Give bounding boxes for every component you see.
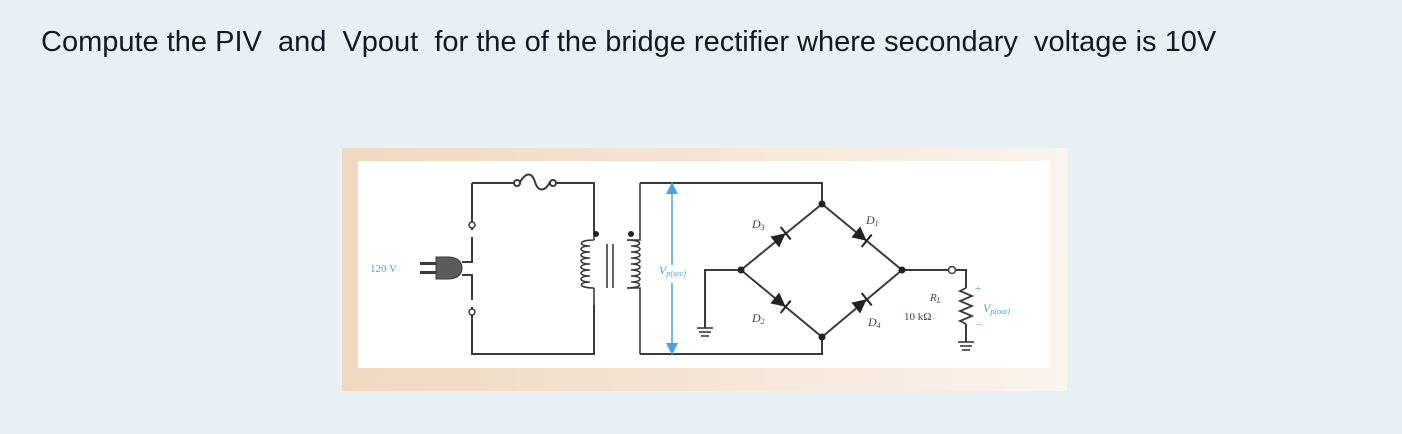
diode-d2-icon — [770, 292, 792, 314]
diode-d3-icon — [770, 226, 792, 248]
question-text: Compute the PIV and Vpout for the of the… — [41, 26, 1217, 58]
bridge-node-left — [737, 266, 745, 274]
terminal-top — [468, 221, 476, 229]
primary-wire-bottom-left — [471, 305, 595, 355]
diode-d3-label: D3 — [751, 217, 765, 232]
load-resistor-label: RL — [929, 292, 942, 305]
diode-d1-icon — [851, 226, 873, 248]
diode-d2-label: D2 — [751, 311, 765, 326]
figure-canvas — [358, 161, 1050, 368]
bridge-node-right — [898, 266, 906, 274]
load-resistor-icon — [957, 287, 975, 325]
primary-wire-plug — [462, 237, 473, 300]
primary-wire-top — [472, 182, 595, 233]
output-voltage-label: Vp(out) — [983, 301, 1010, 316]
bridge-node-top — [818, 200, 826, 208]
output-minus-sign: − — [976, 319, 982, 331]
secondary-polarity-dot — [628, 231, 634, 237]
load-resistor-value: 10 kΩ — [904, 311, 931, 323]
diode-d4-label: D4 — [867, 315, 881, 330]
ground-wire-left — [704, 269, 741, 328]
secondary-voltage-label: Vp(sec) — [659, 263, 686, 278]
output-wire — [902, 269, 967, 342]
ground-icon — [697, 327, 713, 337]
diode-d4-icon — [851, 292, 873, 314]
secondary-wire-bottom — [640, 337, 823, 355]
plug-icon — [420, 256, 463, 280]
source-voltage-label: 120 V — [370, 263, 397, 275]
diode-d1-label: D1 — [865, 213, 879, 228]
bridge-node-bottom — [818, 333, 826, 341]
transformer-icon — [580, 183, 641, 354]
output-plus-sign: + — [975, 283, 981, 295]
output-terminal — [947, 265, 957, 275]
fuse-icon — [513, 173, 557, 191]
primary-polarity-dot — [593, 231, 599, 237]
terminal-bottom — [468, 308, 476, 316]
secondary-wire-top — [640, 182, 823, 204]
output-ground-icon — [958, 341, 974, 351]
